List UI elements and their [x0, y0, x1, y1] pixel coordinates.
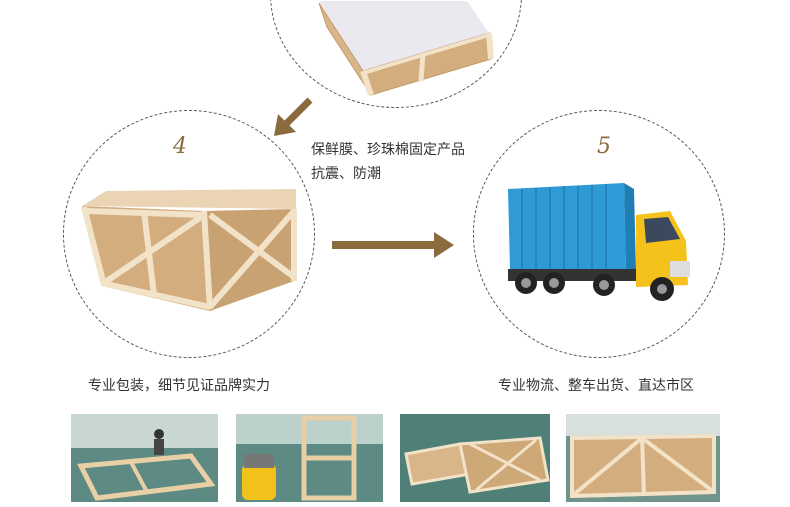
photo-crate-finished [566, 414, 720, 502]
truck-illustration [508, 183, 690, 301]
step5-circle [473, 110, 725, 358]
step3-crate-illustration [318, 1, 494, 96]
step4-number: 4 [173, 134, 187, 159]
caption-packaging: 专业包装，细节见证品牌实力 [88, 378, 270, 394]
step5-number: 5 [597, 134, 611, 159]
caption-logistics: 专业物流、整车出货、直达市区 [498, 378, 694, 394]
step3-circle [270, 0, 522, 108]
arrow-right-icon [332, 232, 454, 258]
packing-note-line2: 抗震、防潮 [311, 166, 381, 182]
packing-note-line1: 保鲜膜、珍珠棉固定产品 [311, 142, 465, 158]
arrow-down-left-icon [274, 97, 313, 136]
photo-workshop-vacuum [236, 414, 383, 502]
photo-crates-stacked [400, 414, 550, 502]
photo-workshop-frame [71, 414, 218, 502]
step4-crate-illustration [81, 189, 297, 311]
step4-circle [63, 110, 315, 358]
